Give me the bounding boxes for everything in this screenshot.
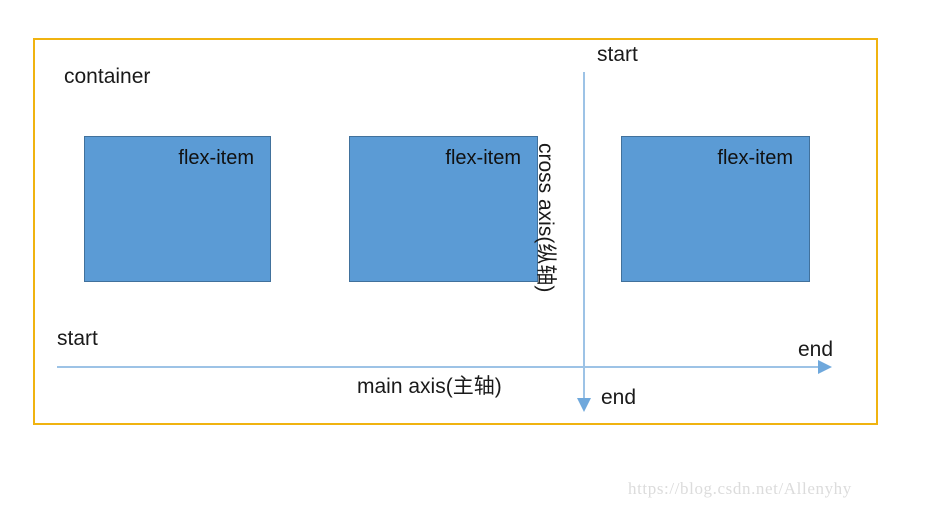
watermark-text: https://blog.csdn.net/Allenyhy [628,479,852,498]
flex-item-label: flex-item [178,147,254,169]
main-axis-end-label: end [798,338,834,361]
flex-item-label: flex-item [445,147,521,169]
main-axis-line [57,366,823,368]
cross-axis-label: cross axis(纵轴) [534,143,557,293]
cross-axis-line [583,72,585,402]
cross-axis-end-label: end [601,386,637,409]
flex-item-box: flex-item [621,136,810,282]
main-axis-arrowhead-icon [818,360,832,374]
flex-item-box: flex-item [349,136,538,282]
main-axis-label: main axis(主轴) [357,375,502,398]
flex-item-box: flex-item [84,136,271,282]
flex-container-box [33,38,878,425]
flex-item-label: flex-item [717,147,793,169]
container-label: container [64,65,151,88]
cross-axis-start-label: start [597,43,638,66]
cross-axis-arrowhead-icon [577,398,591,412]
main-axis-start-label: start [57,327,98,350]
